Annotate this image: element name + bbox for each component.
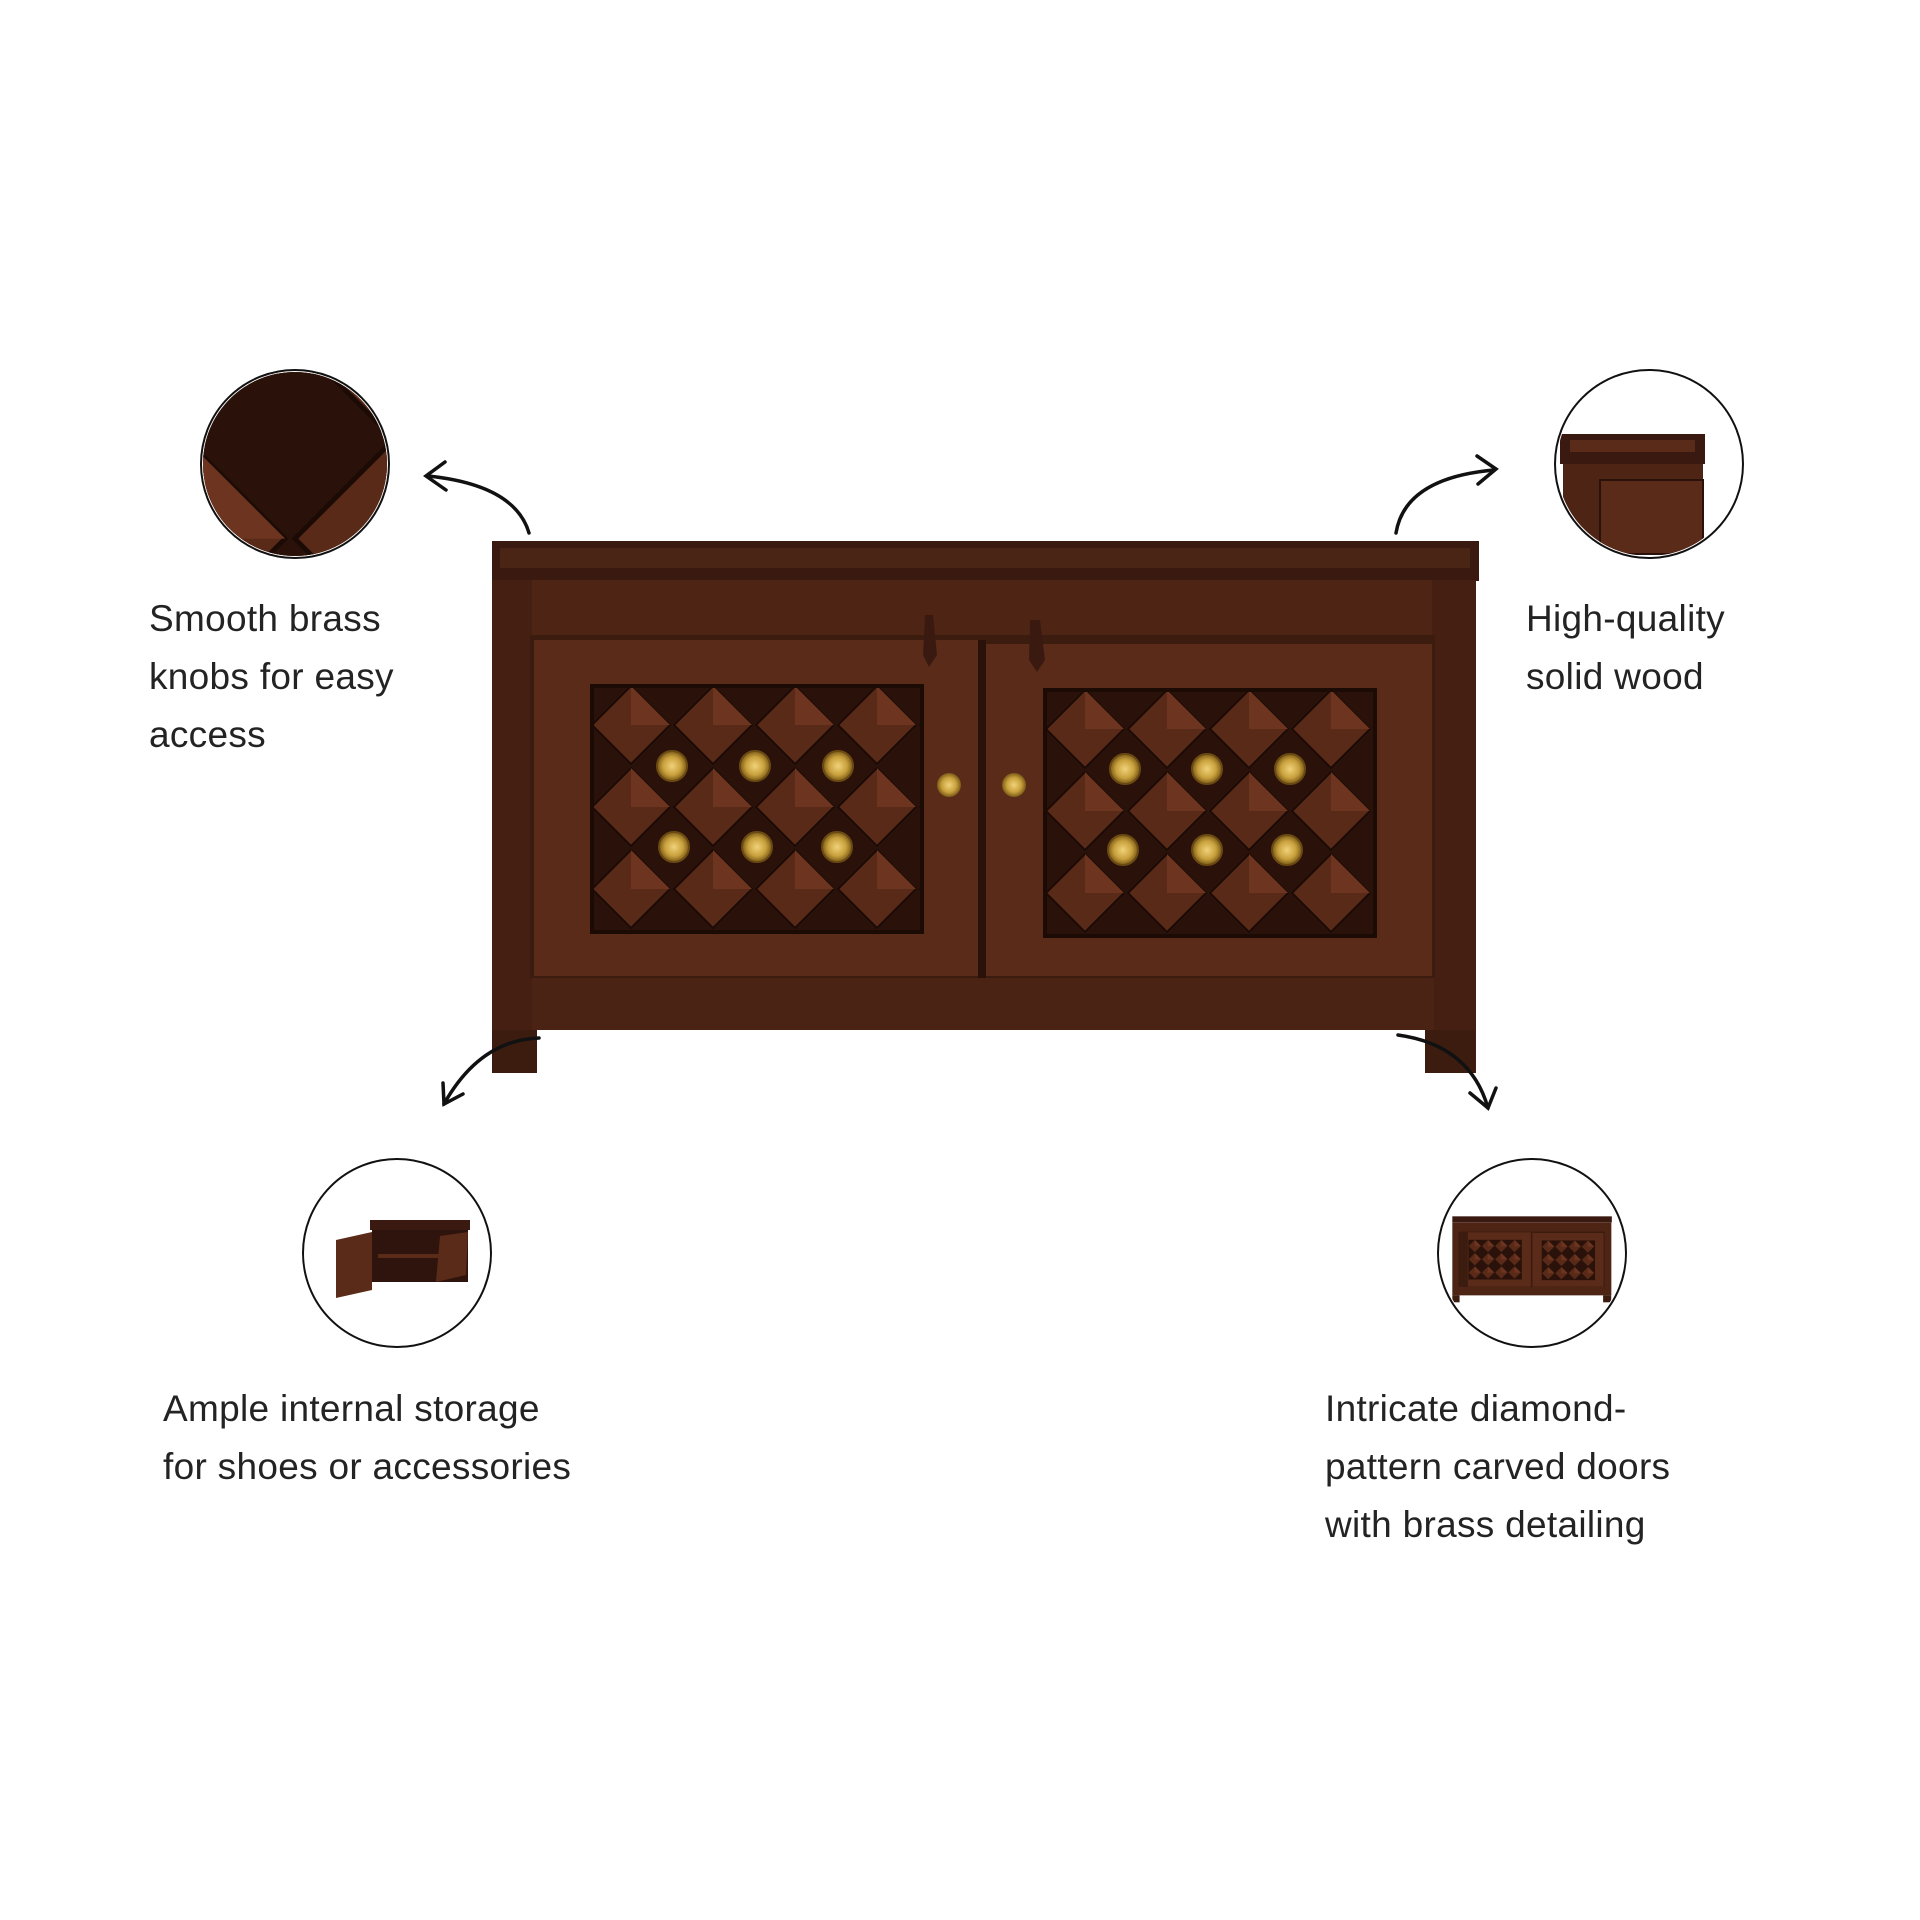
caption-line: with brass detailing	[1325, 1504, 1646, 1545]
arrow-icon	[1396, 1033, 1498, 1111]
caption-line: High-quality	[1526, 598, 1725, 639]
cabinet-image	[492, 541, 1479, 1073]
arrow-icon	[441, 1036, 541, 1107]
thumbnail-storage	[302, 1158, 492, 1348]
arrow-icon	[1394, 454, 1499, 535]
caption-line: Intricate diamond-	[1325, 1388, 1627, 1429]
feature-caption-storage: Ample internal storage for shoes or acce…	[163, 1380, 571, 1496]
thumbnail-carved-doors	[1437, 1158, 1627, 1348]
caption-line: solid wood	[1526, 656, 1704, 697]
feature-caption-carved-doors: Intricate diamond- pattern carved doors …	[1325, 1380, 1670, 1554]
brass-rosettes	[656, 750, 1306, 866]
feature-caption-solid-wood: High-quality solid wood	[1526, 590, 1725, 706]
caption-line: access	[149, 714, 266, 755]
thumbnail-brass-knobs	[200, 369, 390, 559]
caption-line: Smooth brass	[149, 598, 381, 639]
thumbnail-solid-wood	[1554, 369, 1744, 559]
feature-caption-brass-knobs: Smooth brass knobs for easy access	[149, 590, 394, 764]
caption-line: pattern carved doors	[1325, 1446, 1671, 1487]
door-knob	[937, 773, 961, 797]
arrow-icon	[423, 460, 531, 535]
caption-line: for shoes or accessories	[163, 1446, 572, 1487]
caption-line: knobs for easy	[149, 656, 394, 697]
caption-line: Ample internal storage	[163, 1388, 540, 1429]
door-knob	[1002, 773, 1026, 797]
